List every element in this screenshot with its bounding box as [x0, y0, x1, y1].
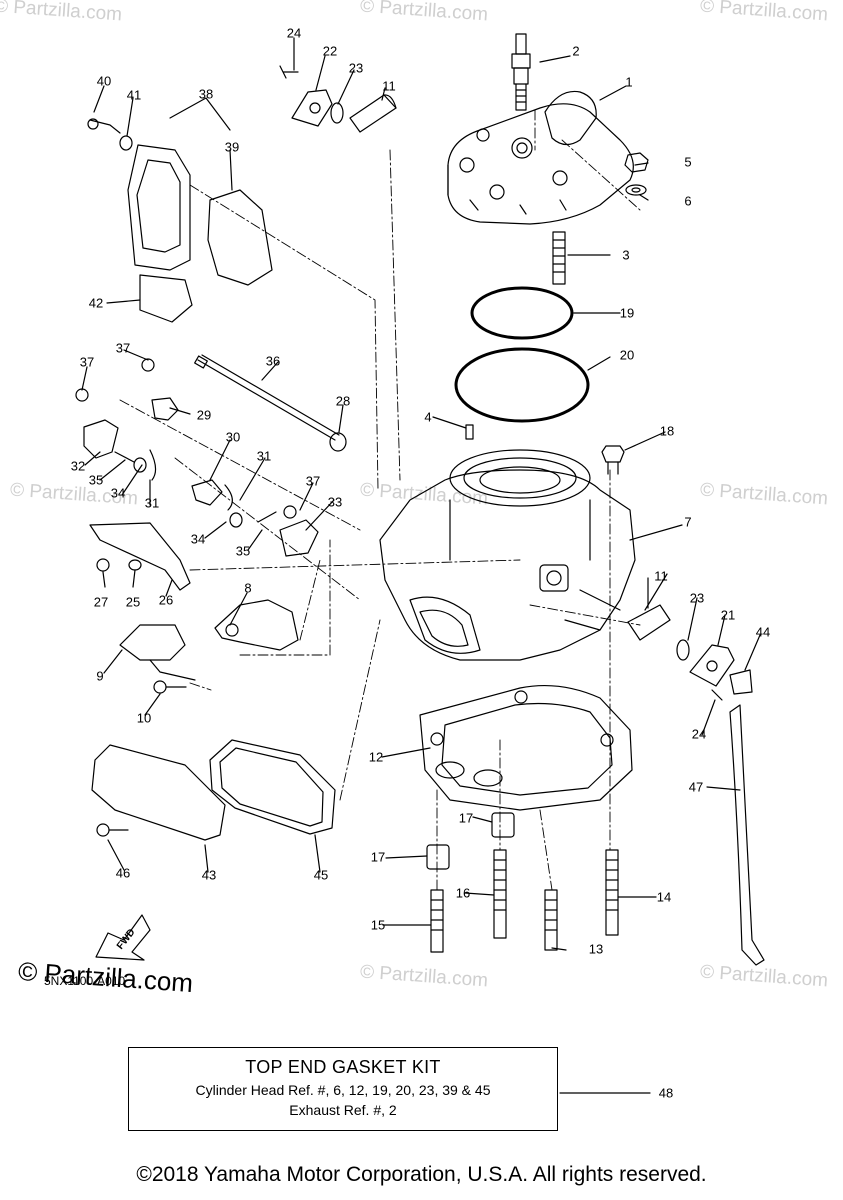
spark-plug: [511, 33, 531, 111]
callout-42: 42: [88, 295, 104, 311]
callout-48: 48: [658, 1085, 674, 1101]
callout-47: 47: [688, 779, 704, 795]
callout-28: 28: [335, 393, 351, 409]
diagram-part-code: 5NX1100-A010: [44, 974, 126, 988]
callout-46: 46: [115, 865, 131, 881]
callout-23-top: 23: [348, 60, 364, 76]
callout-37-mid: 37: [115, 340, 131, 356]
callout-27: 27: [93, 594, 109, 610]
callout-15: 15: [370, 917, 386, 933]
callout-21: 21: [720, 607, 736, 623]
copyright-notice: ©2018 Yamaha Motor Corporation, U.S.A. A…: [136, 1163, 707, 1186]
callout-11-right: 11: [654, 568, 668, 584]
callout-25: 25: [125, 594, 141, 610]
callout-24-right: 24: [691, 726, 707, 742]
callout-45: 45: [313, 867, 329, 883]
callout-3: 3: [622, 247, 630, 263]
cylinder-head: [447, 90, 634, 225]
callout-34-right: 34: [190, 531, 206, 547]
gasket-kit-cylinder-head-refs: Cylinder Head Ref. #, 6, 12, 19, 20, 23,…: [195, 1082, 491, 1098]
callout-30: 30: [225, 429, 241, 445]
callout-23-right: 23: [689, 590, 705, 606]
callout-4: 4: [424, 409, 432, 425]
callout-31-lower: 31: [144, 495, 160, 511]
callout-29: 29: [196, 407, 212, 423]
callout-9: 9: [96, 668, 104, 684]
callout-41: 41: [126, 87, 142, 103]
callout-26: 26: [158, 592, 174, 608]
callout-1: 1: [625, 74, 633, 90]
callout-35-left: 35: [88, 472, 104, 488]
callout-6: 6: [684, 193, 692, 209]
gasket-kit-exhaust-refs: Exhaust Ref. #, 2: [289, 1102, 397, 1118]
callout-38: 38: [198, 86, 214, 102]
callout-19: 19: [619, 305, 635, 321]
callout-37-right: 37: [305, 473, 321, 489]
callout-44: 44: [755, 624, 771, 640]
callout-39: 39: [224, 139, 240, 155]
callout-35-right: 35: [235, 543, 251, 559]
callout-13: 13: [588, 941, 604, 957]
callout-7: 7: [684, 514, 692, 530]
fwd-arrow-label: FWD: [115, 927, 138, 952]
callout-10: 10: [136, 710, 152, 726]
cylinder: [379, 449, 636, 661]
callout-18: 18: [659, 423, 675, 439]
callout-34-left: 34: [110, 485, 126, 501]
callout-40: 40: [96, 73, 112, 89]
stud-3: [552, 231, 566, 285]
callout-8: 8: [244, 580, 252, 596]
callout-11-top: 11: [382, 78, 396, 94]
callout-33: 33: [327, 494, 343, 510]
callout-36: 36: [265, 353, 281, 369]
callout-22: 22: [322, 43, 338, 59]
gasket-kit-box: TOP END GASKET KIT Cylinder Head Ref. #,…: [128, 1047, 558, 1131]
callout-5: 5: [684, 154, 692, 170]
callout-16: 16: [455, 885, 471, 901]
callout-43: 43: [201, 867, 217, 883]
callout-32: 32: [70, 458, 86, 474]
callout-20: 20: [619, 347, 635, 363]
callout-31-upper: 31: [256, 448, 272, 464]
callout-17-lower: 17: [370, 849, 386, 865]
callout-37-left: 37: [79, 354, 95, 370]
callout-17-upper: 17: [458, 810, 474, 826]
callout-2: 2: [572, 43, 580, 59]
callout-24-top: 24: [286, 25, 302, 41]
gasket-kit-title: TOP END GASKET KIT: [245, 1057, 441, 1077]
callout-12: 12: [368, 749, 384, 765]
callout-14: 14: [656, 889, 672, 905]
